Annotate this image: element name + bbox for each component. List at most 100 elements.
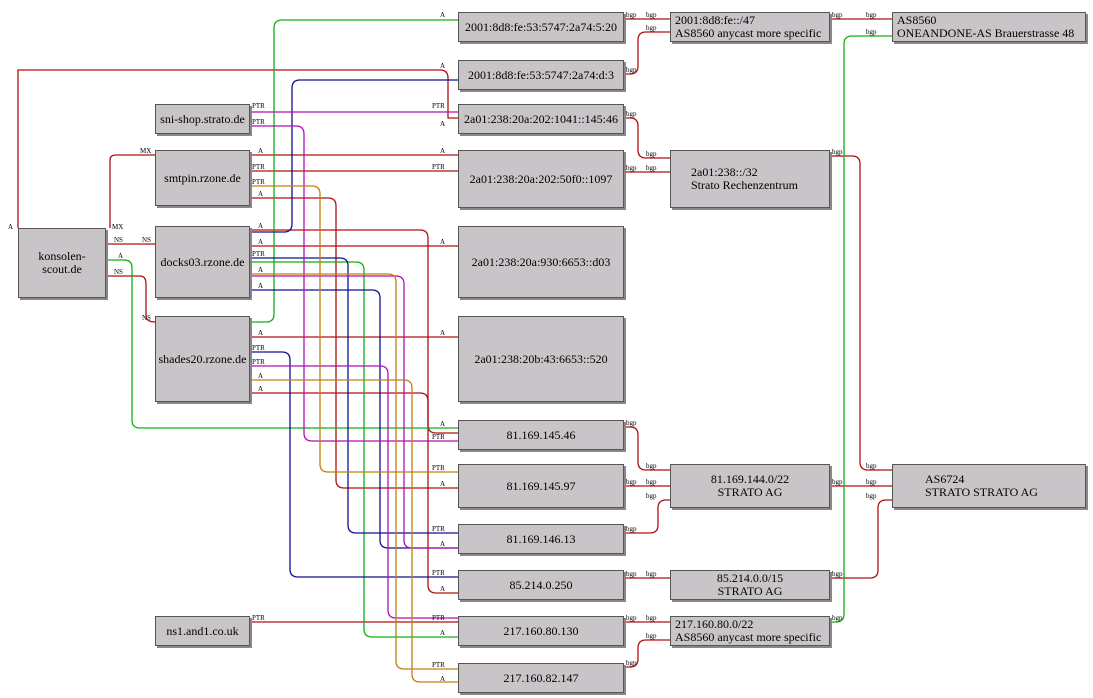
edge-a-docks-ip4-146-13 — [250, 289, 458, 549]
node-ip4-145-97[interactable]: 81.169.145.97 — [458, 464, 624, 508]
node-ip4-80-130[interactable]: 217.160.80.130 — [458, 616, 624, 646]
prefix-label: 2a01:238::/32 — [691, 165, 758, 179]
label-bgp: bgp — [646, 570, 657, 578]
label-a: A — [258, 222, 263, 230]
prefix-desc: STRATO AG — [717, 485, 783, 499]
node-ip4-145-46[interactable]: 81.169.145.46 — [458, 420, 624, 450]
edge-bgp-pfx15-as6724 — [830, 499, 892, 579]
prefix-desc: AS8560 anycast more specific — [675, 26, 822, 40]
node-ip6-d-3[interactable]: 2001:8d8:fe:53:5747:2a74:d:3 — [458, 60, 624, 90]
node-label: 2a01:238:20a:202:1041::145:46 — [464, 111, 618, 126]
node-smtpin[interactable]: smtpin.rzone.de — [155, 150, 250, 206]
label-ptr: PTR — [252, 344, 265, 352]
label-ptr: PTR — [252, 178, 265, 186]
node-ip6-145-46[interactable]: 2a01:238:20a:202:1041::145:46 — [458, 104, 624, 134]
prefix-label: 217.160.80.0/22 — [675, 617, 754, 631]
label-ptr: PTR — [432, 433, 445, 441]
label-ns: NS — [114, 268, 123, 276]
label-a: A — [258, 282, 263, 290]
node-ip6-1097[interactable]: 2a01:238:20a:202:50f0::1097 — [458, 150, 624, 208]
label-ptr: PTR — [432, 525, 445, 533]
label-ptr: PTR — [432, 661, 445, 669]
label-bgp: bgp — [626, 614, 637, 622]
label-bgp: bgp — [646, 462, 657, 470]
label-a: A — [440, 62, 445, 70]
edge-ptr-sni-ip4-145-46 — [250, 125, 458, 442]
node-ip6-5-20[interactable]: 2001:8d8:fe:53:5747:2a74:5:20 — [458, 12, 624, 42]
node-label: 2a01:238:20b:43:6653::520 — [474, 351, 608, 366]
prefix-desc: STRATO AG — [717, 584, 783, 598]
label-bgp: bgp — [832, 11, 843, 19]
label-bgp: bgp — [646, 632, 657, 640]
edge-bgp-ip6-145-46 — [624, 117, 670, 159]
label-ns: NS — [142, 314, 151, 322]
node-konsolen-scout[interactable]: konsolen-scout.de — [18, 228, 106, 298]
node-ip4-82-147[interactable]: 217.160.82.147 — [458, 663, 624, 693]
label-bgp: bgp — [832, 478, 843, 486]
label-a: A — [440, 238, 445, 246]
label-bgp: bgp — [626, 478, 637, 486]
edge-ptr-docks-ip4-82-147 — [250, 273, 458, 670]
node-label: 2a01:238:20a:202:50f0::1097 — [469, 171, 613, 186]
node-sni-shop[interactable]: sni-shop.strato.de — [155, 104, 250, 134]
label-mx: MX — [112, 223, 123, 231]
label-ptr: PTR — [432, 163, 445, 171]
node-label: 81.169.146.13 — [506, 531, 576, 546]
edge-bgp-ip4-145-46 — [624, 426, 670, 471]
edge-a-docks-ip4-0-250 — [250, 229, 458, 594]
label-bgp: bgp — [626, 11, 637, 19]
label-a: A — [258, 238, 263, 246]
label-a: A — [440, 480, 445, 488]
edge-a-docks-ip6-d-3 — [250, 79, 458, 233]
label-a: A — [8, 223, 13, 231]
label-a: A — [258, 147, 263, 155]
prefix-label: 2001:8d8:fe::/47 — [675, 13, 755, 27]
node-label: sni-shop.strato.de — [160, 111, 245, 126]
label-a: A — [258, 385, 263, 393]
node-ip4-0-250[interactable]: 85.214.0.250 — [458, 570, 624, 600]
label-bgp: bgp — [866, 478, 877, 486]
label-bgp: bgp — [866, 462, 877, 470]
label-bgp: bgp — [646, 24, 657, 32]
label-bgp: bgp — [646, 614, 657, 622]
node-label: 217.160.80.130 — [503, 623, 579, 638]
node-ip6-d03[interactable]: 2a01:238:20a:930:6653::d03 — [458, 226, 624, 298]
edge-bgp-ip4-82-147 — [624, 639, 670, 668]
label-bgp: bgp — [646, 492, 657, 500]
node-ip6-520[interactable]: 2a01:238:20b:43:6653::520 — [458, 316, 624, 402]
label-bgp: bgp — [832, 614, 843, 622]
edge-ptr-smtpin-ip4-145-97 — [250, 185, 458, 473]
node-label: docks03.rzone.de — [160, 254, 245, 269]
label-ptr: PTR — [432, 614, 445, 622]
label-a: A — [440, 329, 445, 337]
edge-a-shades-ip6-5-20 — [250, 19, 458, 323]
node-label: shades20.rzone.de — [158, 351, 247, 366]
node-shades20[interactable]: shades20.rzone.de — [155, 316, 250, 402]
node-ns1and1[interactable]: ns1.and1.co.uk — [155, 616, 250, 646]
edge-a-konsolen-ip6-145-46 — [17, 69, 458, 228]
node-label: 2001:8d8:fe:53:5747:2a74:5:20 — [465, 19, 617, 34]
label-a: A — [440, 147, 445, 155]
label-bgp: bgp — [646, 478, 657, 486]
label-ptr: PTR — [252, 163, 265, 171]
label-ns: NS — [114, 236, 123, 244]
label-bgp: bgp — [866, 492, 877, 500]
node-docks03[interactable]: docks03.rzone.de — [155, 226, 250, 298]
label-a: A — [258, 372, 263, 380]
label-bgp: bgp — [646, 164, 657, 172]
edge-ptr-shades-ip4-0-250 — [250, 351, 458, 578]
node-label: 2a01:238:20a:930:6653::d03 — [471, 254, 611, 269]
node-ip4-146-13[interactable]: 81.169.146.13 — [458, 524, 624, 554]
node-label: 2001:8d8:fe:53:5747:2a74:d:3 — [468, 67, 614, 82]
edge-a-docks-ip4-80-130 — [250, 261, 458, 638]
edge-bgp-ip4-146-13 — [624, 499, 670, 534]
label-a: A — [440, 675, 445, 683]
edge-bgp-ip6-d-3 — [624, 31, 670, 75]
